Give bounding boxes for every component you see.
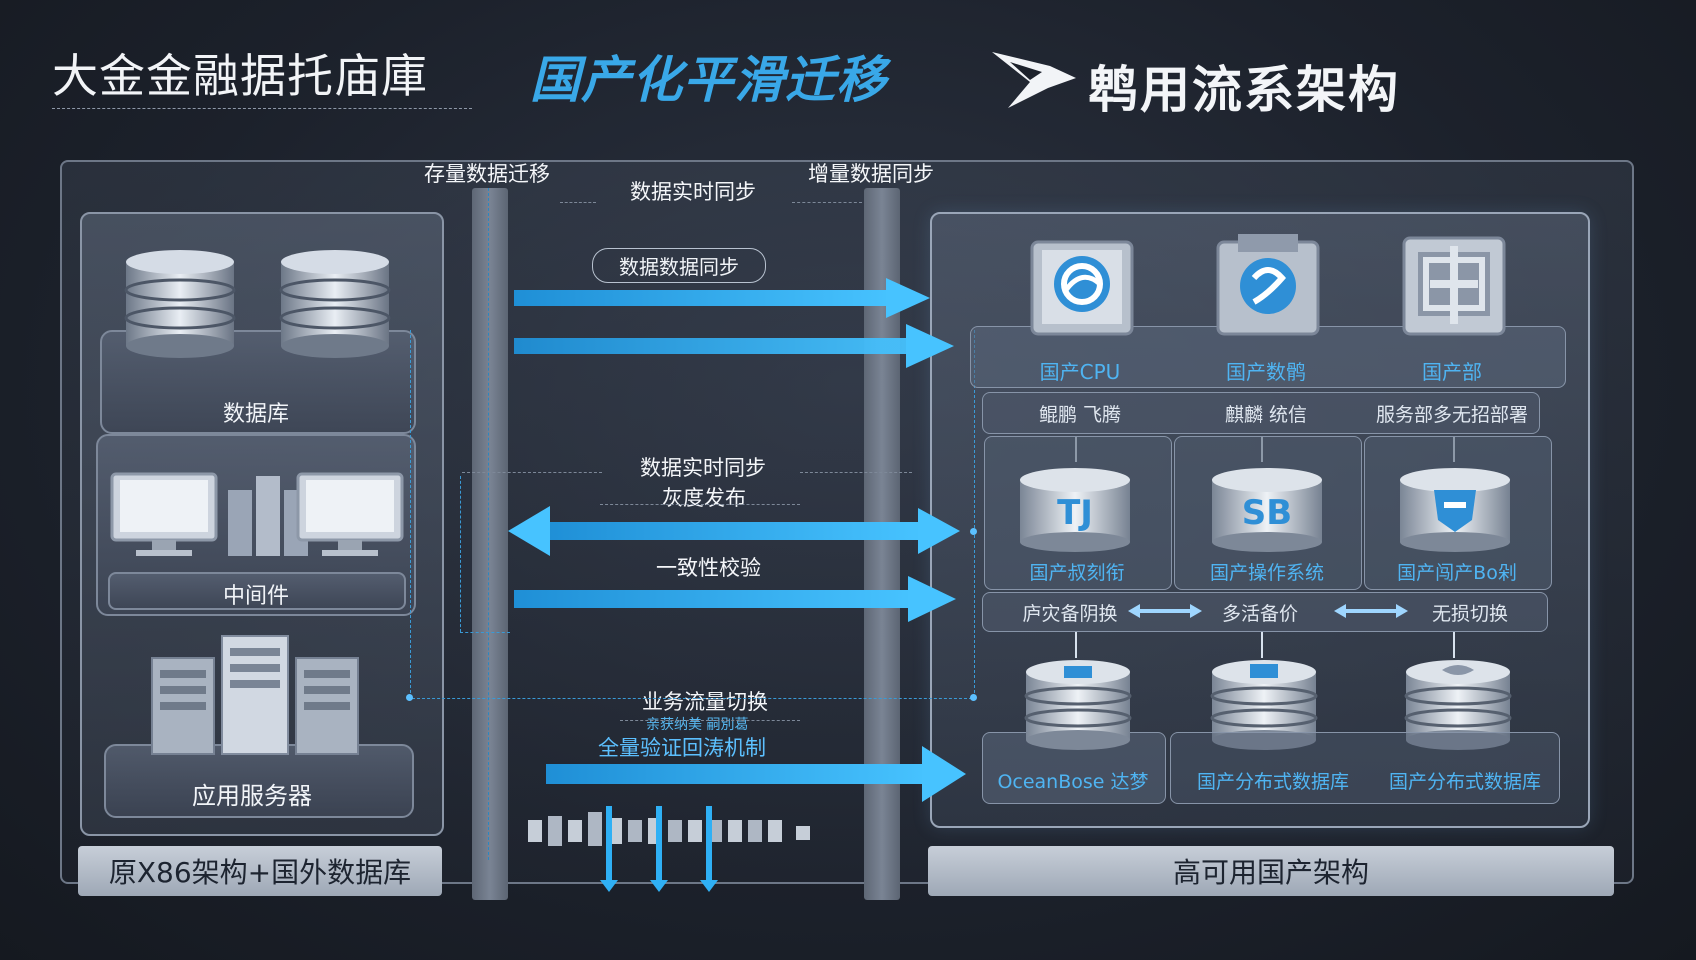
vendor-row bbox=[982, 392, 1540, 434]
os-db-icon: SB bbox=[1212, 468, 1322, 552]
svg-text:SB: SB bbox=[1242, 493, 1292, 533]
connector-dot bbox=[970, 528, 977, 535]
title-underline bbox=[52, 108, 472, 110]
distributed-db-block bbox=[1170, 732, 1560, 804]
chip-label: 国产数鹘 bbox=[1226, 360, 1306, 384]
distributed-db-icon bbox=[1024, 660, 1132, 750]
middleware-label-right: 国产叔刻衔 bbox=[1029, 562, 1125, 584]
os-vendors: 麒麟 统信 bbox=[1224, 404, 1308, 426]
connector-line bbox=[410, 330, 411, 698]
database-icon bbox=[124, 250, 236, 358]
cpu-row bbox=[970, 326, 1566, 388]
database-label: 数据库 bbox=[222, 402, 289, 427]
connector-line bbox=[488, 188, 489, 860]
legacy-footer: 原X86架构+国外数据库 bbox=[78, 846, 442, 896]
connector-line bbox=[560, 202, 596, 203]
consistency-arrow bbox=[514, 576, 956, 622]
bidirectional-arrow bbox=[508, 506, 960, 556]
cpu-chip-icon bbox=[1030, 240, 1134, 336]
os-label: 国产操作系统 bbox=[1209, 562, 1324, 584]
module-label: 国产部 bbox=[1422, 360, 1482, 384]
cpu-label: 国产CPU bbox=[1039, 360, 1121, 384]
domestic-footer: 高可用国产架构 bbox=[928, 846, 1614, 896]
distributed-db-label-2: 国产分布式数据库 bbox=[1388, 771, 1541, 793]
app-server-label: 应用服务器 bbox=[192, 782, 312, 810]
connector-line bbox=[460, 476, 461, 632]
connector-line bbox=[412, 698, 972, 699]
database-icon bbox=[279, 250, 391, 358]
app-server-block bbox=[104, 744, 414, 818]
sync-arrows bbox=[514, 278, 954, 368]
double-arrow-icon bbox=[1128, 604, 1202, 618]
traffic-switch-label: 业务流量切换 bbox=[642, 690, 768, 714]
double-arrow-icon bbox=[1334, 604, 1408, 618]
chip-icon bbox=[1216, 234, 1320, 336]
oceanbase-label: OceanBose 达梦 bbox=[997, 771, 1149, 793]
rollback-label: 全量验证回涛机制 bbox=[598, 736, 766, 760]
connector-line bbox=[460, 632, 510, 633]
domestic-db-label: 国产闯产Bo剁 bbox=[1397, 562, 1517, 584]
architecture-title: 鹎用流系架构 bbox=[1088, 61, 1400, 119]
middleware-label-bar bbox=[108, 572, 406, 610]
distributed-db-icon bbox=[1210, 660, 1318, 750]
connector-line bbox=[1075, 632, 1077, 658]
gray-release-label: 灰度发布 bbox=[662, 486, 746, 510]
connector-line bbox=[1261, 632, 1263, 658]
deploy-label: 服务部多无招部署 bbox=[1375, 404, 1528, 426]
connector-dot bbox=[406, 694, 413, 701]
data-stream-icon bbox=[528, 806, 810, 892]
switch-arrow bbox=[546, 746, 966, 802]
dr-switch-label: 庐灾备阴换 bbox=[1022, 603, 1118, 625]
migration-title: 国产化平滑迁移 bbox=[530, 51, 887, 109]
disaster-recovery-strip bbox=[982, 592, 1548, 632]
connector-line bbox=[600, 504, 800, 505]
realtime-sync-mid-label: 数据实时同步 bbox=[640, 456, 766, 480]
incremental-sync-label: 增量数据同步 bbox=[808, 162, 934, 186]
connector-line bbox=[620, 720, 800, 721]
main-title: 大金金融据托庙庫 bbox=[52, 49, 428, 103]
cpu-vendors: 鲲鹏 飞腾 bbox=[1038, 404, 1122, 426]
connector-line bbox=[800, 472, 912, 473]
left-pillar bbox=[472, 188, 508, 900]
lossless-switch-label: 无损切换 bbox=[1431, 603, 1508, 625]
connector-line bbox=[792, 202, 862, 203]
connector-line bbox=[462, 472, 602, 473]
server-rack-icon bbox=[151, 635, 359, 755]
server-module-icon bbox=[1402, 236, 1506, 336]
multi-active-label: 多活备价 bbox=[1221, 603, 1298, 625]
stock-migration-label: 存量数据迁移 bbox=[424, 162, 550, 186]
distributed-db-label-1: 国产分布式数据库 bbox=[1196, 771, 1349, 793]
traffic-switch-sub-label: 亲获纳美 嗣別葛 bbox=[646, 717, 749, 733]
connector-dot bbox=[970, 694, 977, 701]
connector-line bbox=[1453, 632, 1455, 658]
data-sync-pill: 数据数据同步 bbox=[592, 248, 766, 283]
brand-logo-icon bbox=[992, 52, 1076, 108]
computer-icon bbox=[110, 472, 404, 556]
realtime-sync-top-label: 数据实时同步 bbox=[630, 180, 756, 204]
middleware-db-icon: TJ bbox=[1020, 468, 1130, 552]
distributed-db-icon bbox=[1404, 660, 1512, 750]
svg-text:TJ: TJ bbox=[1057, 493, 1093, 533]
connector-line bbox=[974, 330, 975, 698]
shield-db-icon bbox=[1400, 468, 1510, 552]
consistency-check-label: 一致性校验 bbox=[656, 556, 761, 580]
middleware-label: 中间件 bbox=[222, 584, 289, 609]
